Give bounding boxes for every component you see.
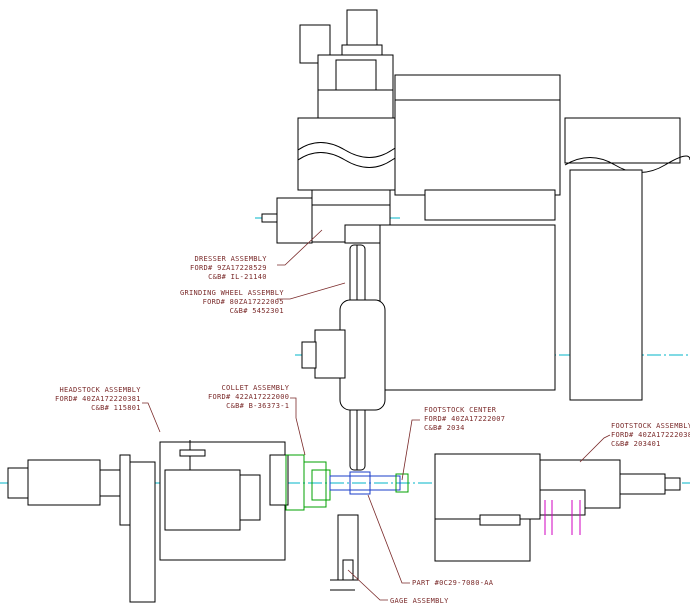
collet-label: COLLET ASSEMBLY FORD# 422A17222000 C&B# … xyxy=(208,384,289,411)
footstock-assembly xyxy=(395,453,681,562)
headstock-cb-number: C&B# 115801 xyxy=(91,404,141,412)
wheelhead-column xyxy=(297,9,690,401)
grinding-wheel-assembly xyxy=(301,224,556,471)
footstock-center-ford-number: FORD# 40ZA17222007 xyxy=(424,415,506,423)
footstock-center-title: FOOTSTOCK CENTER xyxy=(424,406,497,414)
part-label: PART #0C29-7080-AA xyxy=(412,579,494,587)
collet-ford-number: FORD# 422A17222000 xyxy=(208,393,290,401)
footstock-center-cb-number: C&B# 2034 xyxy=(424,424,465,432)
footstock-label: FOOTSTOCK ASSEMBLY FORD# 40ZA172220382 C… xyxy=(611,422,690,449)
grinding-wheel-ford-number: FORD# 80ZA17222005 xyxy=(202,298,284,306)
collet-assembly xyxy=(285,454,331,511)
collet-title: COLLET ASSEMBLY xyxy=(221,384,290,392)
headstock-title: HEADSTOCK ASSEMBLY xyxy=(59,386,141,394)
collet-cb-number: C&B# B-36373-1 xyxy=(226,402,290,410)
headstock-label: HEADSTOCK ASSEMBLY FORD# 40ZA172220381 C… xyxy=(55,386,141,413)
footstock-ford-number: FORD# 40ZA172220382 xyxy=(611,431,690,439)
dresser-ford-number: FORD# 9ZA17228529 xyxy=(190,264,267,272)
dresser-label: DRESSER ASSEMBLY FORD# 9ZA17228529 C&B# … xyxy=(190,255,267,282)
leader-lines xyxy=(142,229,611,601)
grinding-wheel-cb-number: C&B# 5452301 xyxy=(229,307,284,315)
headstock-assembly xyxy=(7,440,289,603)
dresser-assembly xyxy=(261,189,391,244)
headstock-ford-number: FORD# 40ZA172220381 xyxy=(55,395,141,403)
footstock-title: FOOTSTOCK ASSEMBLY xyxy=(611,422,690,430)
part xyxy=(329,471,401,495)
footstock-center-label: FOOTSTOCK CENTER FORD# 40ZA17222007 C&B#… xyxy=(424,406,505,433)
dresser-title: DRESSER ASSEMBLY xyxy=(194,255,267,263)
dresser-cb-number: C&B# IL-21140 xyxy=(208,273,267,281)
grinding-wheel-label: GRINDING WHEEL ASSEMBLY FORD# 80ZA172220… xyxy=(180,289,284,316)
footstock-cb-number: C&B# 203401 xyxy=(611,440,661,448)
gage-label: GAGE ASSEMBLY xyxy=(390,597,449,605)
gage-assembly xyxy=(330,514,359,591)
grinding-wheel-title: GRINDING WHEEL ASSEMBLY xyxy=(180,289,284,297)
